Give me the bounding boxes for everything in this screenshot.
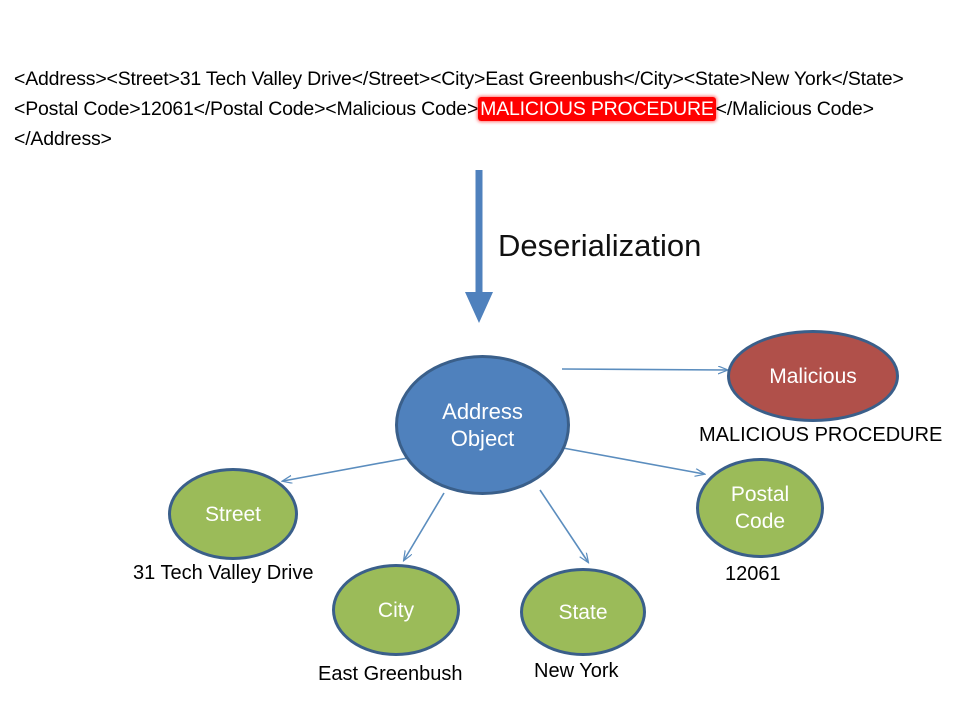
node-state[interactable]: State: [520, 568, 646, 656]
node-state-label: State: [558, 600, 608, 624]
caption-state: New York: [534, 660, 619, 682]
node-address-object-line2: Object: [450, 426, 515, 451]
xml-malicious-highlight: MALICIOUS PROCEDURE: [478, 97, 716, 121]
node-malicious[interactable]: Malicious: [727, 330, 899, 422]
node-malicious-label: Malicious: [769, 364, 857, 388]
edge-address-to-state: [539, 489, 588, 562]
xml-segment-prefix: <Address><Street>31 Tech Valley Drive</S…: [14, 68, 904, 120]
xml-segment-suffix: </Malicious Code></Address>: [14, 98, 874, 150]
node-street-label: Street: [204, 502, 262, 526]
deserialization-arrow-icon: [465, 170, 493, 323]
edge-address-to-street: [283, 454, 425, 481]
caption-postal-code: 12061: [725, 563, 781, 585]
deserialization-label: Deserialization: [498, 228, 702, 263]
node-postal-code-label: Postal Code: [731, 481, 789, 535]
node-postal-code-line1: Postal: [730, 483, 790, 506]
caption-city: East Greenbush: [318, 663, 463, 685]
node-street[interactable]: Street: [168, 468, 298, 560]
caption-malicious: MALICIOUS PROCEDURE: [699, 424, 943, 446]
serialized-xml-text: <Address><Street>31 Tech Valley Drive</S…: [14, 64, 914, 154]
node-address-object-line1: Address: [442, 399, 523, 424]
node-postal-code[interactable]: Postal Code: [696, 458, 824, 558]
node-city-label: City: [377, 598, 415, 622]
edge-address-to-postal: [562, 447, 704, 474]
node-postal-code-line2: Code: [734, 510, 786, 533]
node-address-object-label: Address Object: [442, 398, 523, 452]
node-address-object[interactable]: Address Object: [395, 355, 570, 495]
edge-address-to-city: [404, 492, 445, 560]
node-city[interactable]: City: [332, 564, 460, 656]
caption-street: 31 Tech Valley Drive: [133, 562, 314, 584]
edge-address-to-malicious: [561, 369, 727, 370]
